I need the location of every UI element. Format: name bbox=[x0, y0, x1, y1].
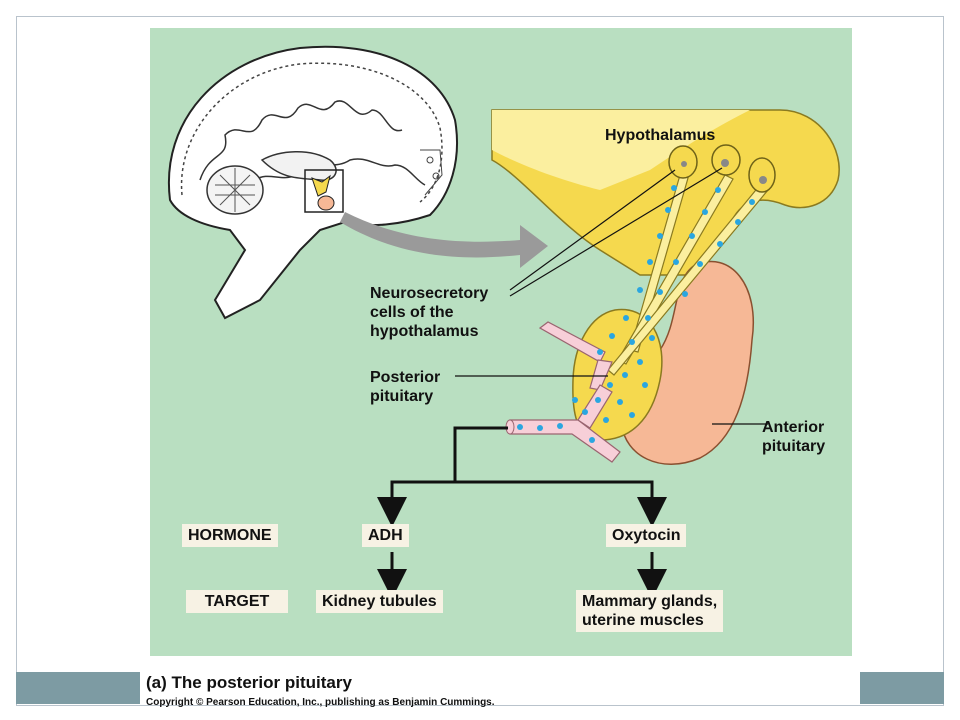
label-hypothalamus: Hypothalamus bbox=[605, 127, 716, 144]
figure-caption: (a) The posterior pituitary bbox=[146, 673, 352, 692]
target-mammary-uterine: Mammary glands, uterine muscles bbox=[576, 590, 724, 632]
brain-illustration bbox=[167, 45, 458, 320]
copyright-notice: Copyright © Pearson Education, Inc., pub… bbox=[146, 697, 495, 708]
row-label-hormone: HORMONE bbox=[182, 524, 278, 547]
footer-band-right bbox=[860, 672, 944, 704]
leader-neurosecretory-1 bbox=[509, 169, 676, 291]
label-anterior-pituitary: Anterior pituitary bbox=[762, 419, 826, 455]
footer-band-left bbox=[16, 672, 140, 704]
hormone-adh: ADH bbox=[362, 524, 409, 547]
label-posterior-pituitary: Posterior pituitary bbox=[370, 369, 441, 405]
leader-neurosecretory-2 bbox=[509, 167, 723, 297]
zoom-arrow bbox=[340, 212, 548, 268]
row-label-target: TARGET bbox=[186, 590, 288, 613]
label-neurosecretory-cells: Neurosecretory cells of the hypothalamus bbox=[370, 285, 489, 340]
arrow-to-oxytocin bbox=[455, 480, 667, 527]
hormone-oxytocin: Oxytocin bbox=[606, 524, 687, 547]
anterior-pituitary-shape bbox=[620, 260, 754, 465]
arrow-to-adh bbox=[377, 426, 508, 527]
target-kidney-tubules: Kidney tubules bbox=[316, 590, 443, 613]
